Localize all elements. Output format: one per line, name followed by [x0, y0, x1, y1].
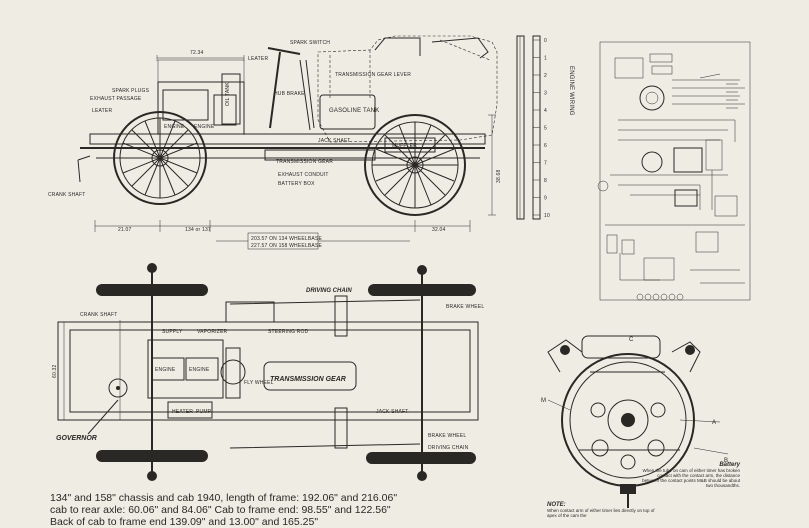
engine-wiring-diagram: ENGINE WIRING [568, 41, 751, 301]
scale-bar: 0 1 2 3 4 5 6 7 8 9 10 [516, 35, 550, 220]
caption-line-1: 134" and 158" chassis and cab 1940, leng… [50, 492, 398, 504]
battery-note: Battery When the tube on cam of either t… [640, 462, 740, 488]
side-elevation [77, 35, 498, 250]
label-a: A [712, 420, 716, 426]
label-steering-rod: STEERING ROD [268, 329, 309, 335]
label-engine-plan-1: ENGINE [155, 367, 176, 373]
label-fly-wheel: FLY WHEEL [244, 380, 274, 386]
label-exhaust-passage: EXHAUST PASSAGE [90, 96, 142, 102]
dim-rear-overhang: 32.04 [432, 227, 446, 233]
label-vaporizer: VAPORIZER [197, 329, 228, 335]
battery-note-body: When the tube on cam of either timer has… [642, 468, 740, 488]
label-crank-shaft: CRANK SHAFT [48, 192, 85, 198]
label-crank-shaft-plan: CRANK SHAFT [80, 312, 117, 318]
timer-note: NOTE: When contact arm of either timer l… [547, 502, 657, 518]
label-engine-plan-2: ENGINE [189, 367, 210, 373]
scale-tick-label: 7 [544, 161, 547, 167]
label-leater-left: LEATER [92, 108, 112, 114]
label-pump: PUMP [196, 409, 212, 415]
dim-height: 38.68 [496, 169, 502, 183]
label-brake-wheel-top: BRAKE WHEEL [446, 304, 484, 310]
label-m: M [541, 398, 546, 404]
label-engine-1: ENGINE [164, 124, 185, 130]
scale-tick-label: 0 [544, 38, 547, 44]
side-labels: SPARK SWITCH 72.34 LEATER SPARK PLUGS EX… [48, 40, 502, 249]
label-wheelbase-134: 203.57 ON 134 WHEELBASE [251, 236, 322, 242]
note-heading: NOTE: [547, 502, 566, 508]
label-c: C [629, 337, 634, 343]
caption-line-2: cab to rear axle: 60.06" and 84.06" Cab … [50, 504, 391, 516]
caption-line-3: Back of cab to frame end 139.09" and 13.… [50, 516, 319, 528]
engine-labels: C M A B [541, 337, 728, 464]
dim-wheelbase: 134 or 137 [185, 227, 211, 233]
label-brake-wheel-bottom: BRAKE WHEEL [428, 433, 466, 439]
scale-tick-label: 9 [544, 196, 547, 202]
label-transmission-gear: TRANSMISSION GEAR [276, 159, 333, 165]
scale-tick-label: 6 [544, 143, 547, 149]
plan-labels: DRIVING CHAIN BRAKE WHEEL CRANK SHAFT SU… [52, 288, 484, 451]
label-supply: SUPPLY [162, 329, 183, 335]
plan-view [57, 263, 479, 481]
note-body: When contact arm of either timer lies di… [547, 508, 655, 518]
engine-section-view [547, 335, 729, 508]
wiring-title: ENGINE WIRING [568, 66, 574, 116]
battery-note-heading: Battery [719, 462, 740, 468]
label-jack-shaft: JACK SHAFT [318, 138, 351, 144]
scale-tick-label: 4 [544, 108, 547, 114]
label-wheelbase-158: 227.57 ON 158 WHEELBASE [251, 243, 322, 249]
label-engine-2: ENGINE [194, 124, 215, 130]
label-gasoline-tank: GASOLINE TANK [329, 108, 379, 114]
label-jack-shaft-plan: JACK SHAFT [376, 409, 409, 415]
label-battery-box: BATTERY BOX [278, 181, 315, 187]
label-transmission-gear-lever: TRANSMISSION GEAR LEVER [335, 72, 411, 78]
label-exhaust-conduit: EXHAUST CONDUIT [278, 172, 329, 178]
label-hub-brake: HUB BRAKE [274, 91, 305, 97]
scale-tick-label: 5 [544, 126, 547, 132]
label-muffler: MUFFLER [392, 143, 417, 149]
scale-tick-label: 1 [544, 56, 547, 62]
label-heater: HEATER [172, 409, 193, 415]
scale-tick-label: 8 [544, 178, 547, 184]
scale-tick-label: 10 [544, 213, 550, 219]
label-oil-tank: OIL TANK [225, 82, 231, 106]
label-driving-chain-top: DRIVING CHAIN [306, 288, 352, 294]
scale-tick-label: 2 [544, 73, 547, 79]
label-transmission-gear-plan: TRANSMISSION GEAR [270, 376, 346, 383]
dim-front-overhang: 21.07 [118, 227, 132, 233]
label-governor: GOVERNOR [56, 435, 97, 442]
label-driving-chain-bottom: DRIVING CHAIN [428, 445, 469, 451]
scale-tick-label: 3 [544, 91, 547, 97]
dim-frame-width: 60.32 [52, 364, 58, 378]
dim-hood-length: 72.34 [190, 50, 204, 56]
label-leater-top: LEATER [248, 56, 268, 62]
label-b: B [724, 458, 728, 464]
label-spark-switch: SPARK SWITCH [290, 40, 330, 46]
label-spark-plugs: SPARK PLUGS [112, 88, 150, 94]
chassis-caption: 134" and 158" chassis and cab 1940, leng… [50, 492, 470, 528]
